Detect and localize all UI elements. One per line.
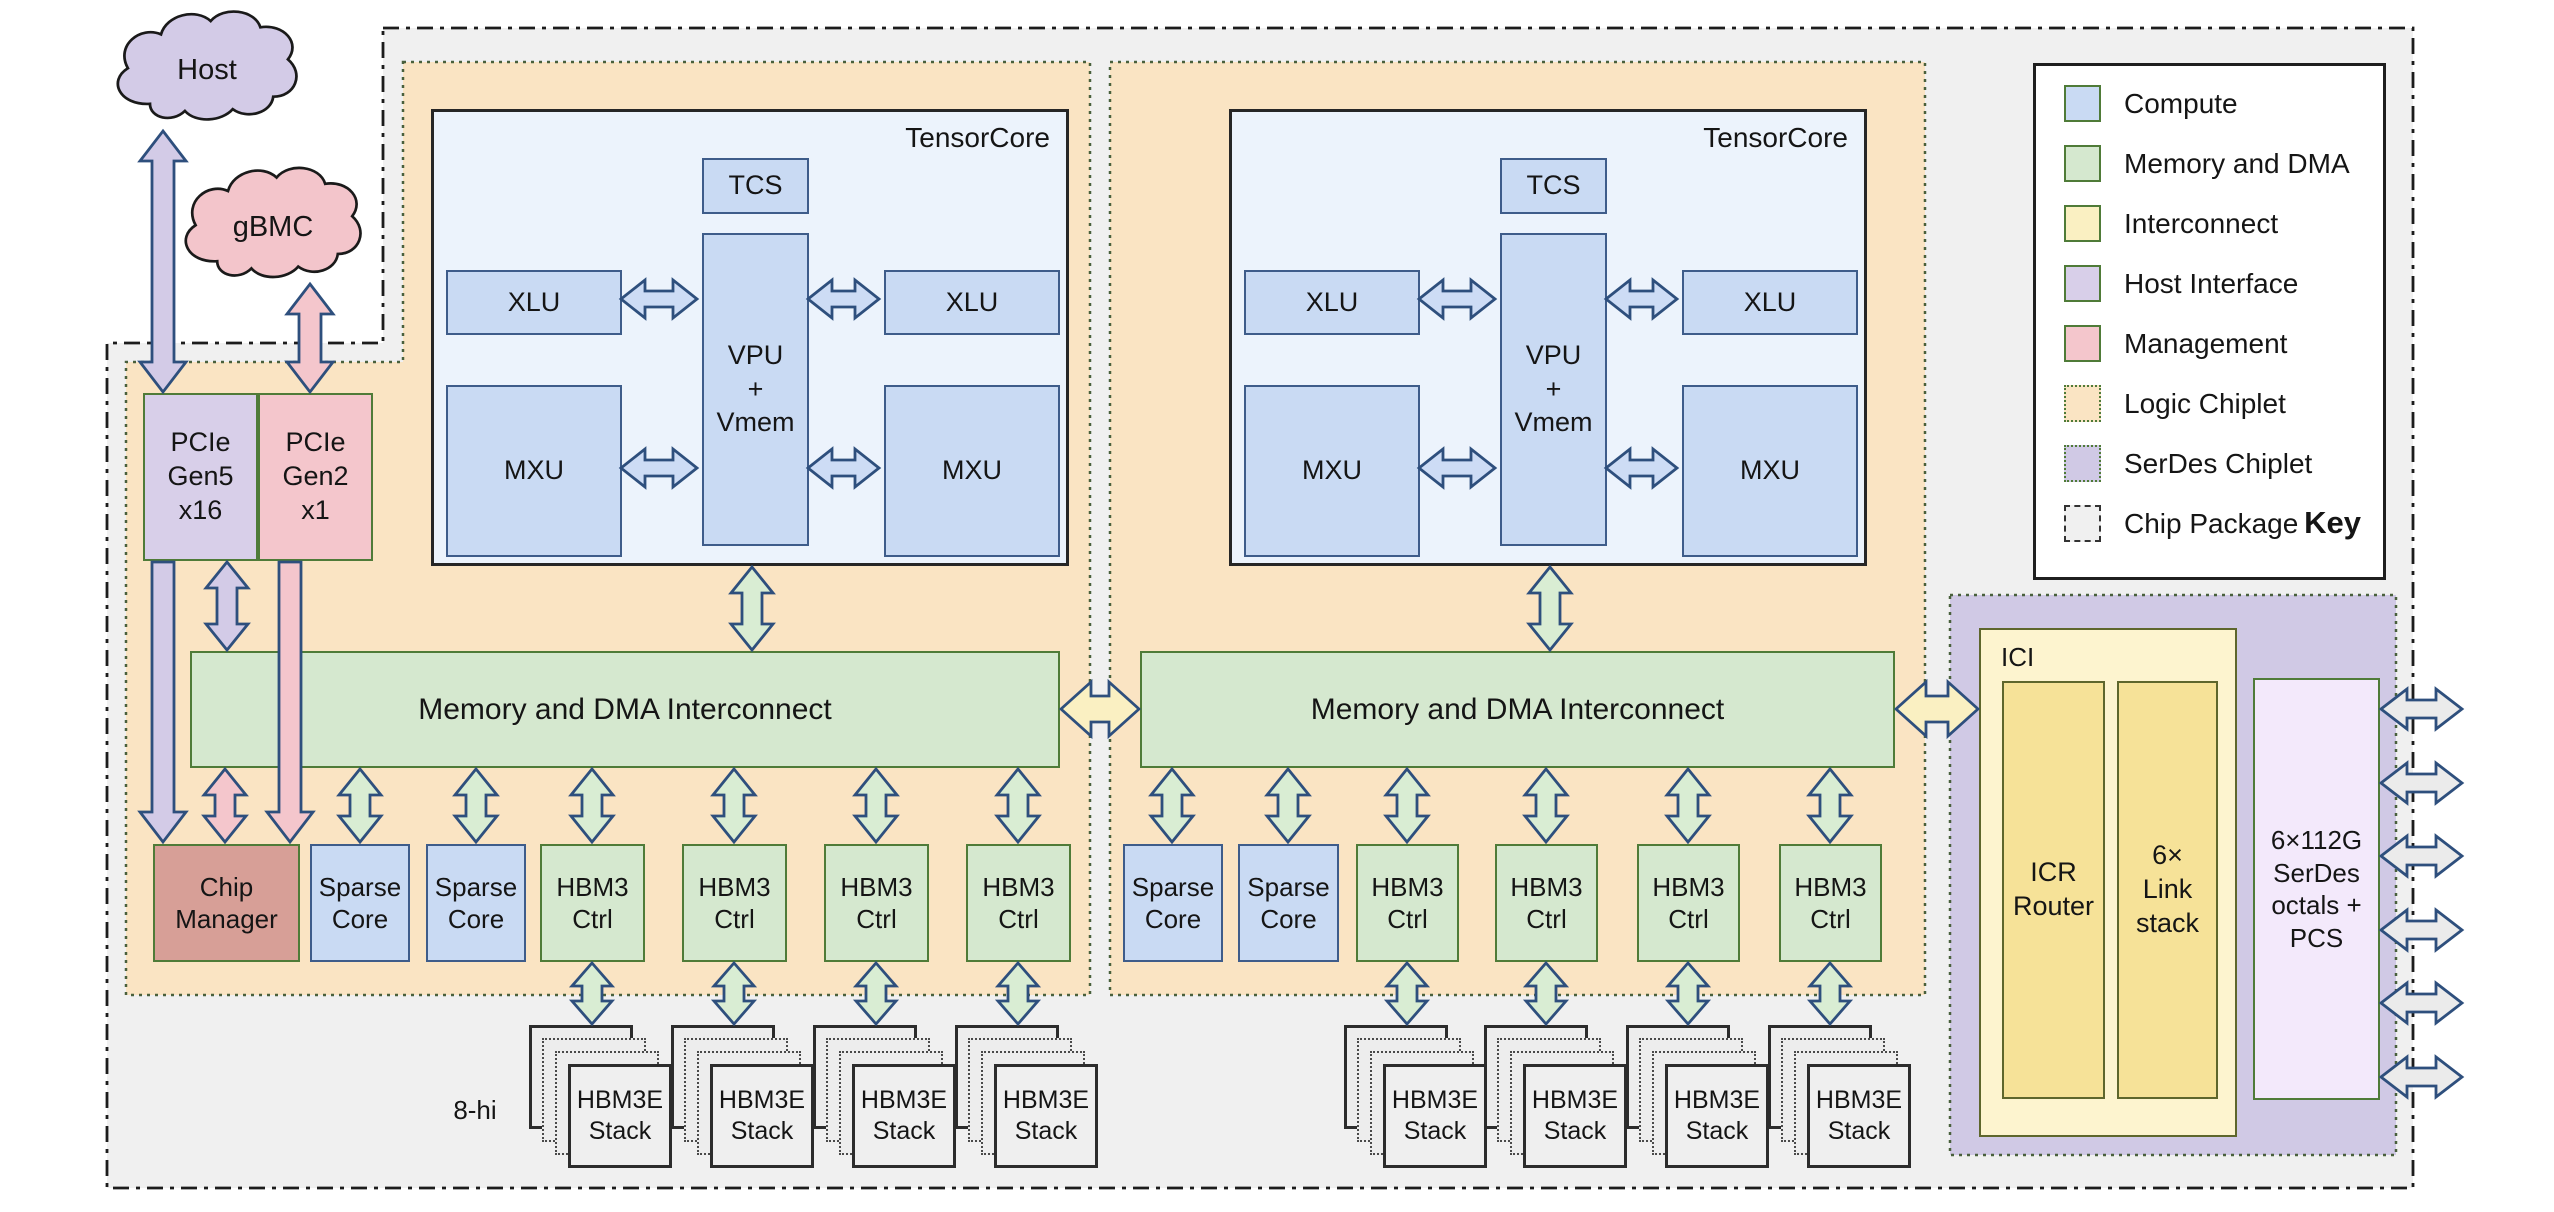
hbm3-ctrl-box: HBM3 Ctrl [1637, 844, 1740, 962]
hbm3e-stack: HBM3E Stack [529, 1025, 672, 1168]
hbm3e-stack-label: HBM3E Stack [1665, 1064, 1769, 1168]
memory-dma-interconnect-1: Memory and DMA Interconnect [190, 651, 1060, 768]
hbm3-ctrl-box: HBM3 Ctrl [1495, 844, 1598, 962]
logic-chiplet-swatch-icon [2064, 385, 2101, 422]
xlu-left-box: XLU [446, 270, 622, 335]
xlu-right-box: XLU [884, 270, 1060, 335]
tcs-box: TCS [1500, 158, 1607, 214]
key-row: Memory and DMA [2036, 145, 2383, 182]
key-row: Host Interface [2036, 265, 2383, 302]
hbm3-ctrl-box: HBM3 Ctrl [1779, 844, 1882, 962]
host-cloud-label: Host [177, 53, 237, 86]
key-row: Interconnect [2036, 205, 2383, 242]
mxu-left-box: MXU [446, 385, 622, 557]
ici-title: ICI [2001, 642, 2035, 672]
mxu-right-box: MXU [1682, 385, 1858, 557]
key-label: Interconnect [2124, 207, 2279, 239]
gbmc-cloud-icon [184, 166, 362, 279]
gbmc-cloud-label: gBMC [232, 210, 314, 243]
vpu-vmem-box: VPU + Vmem [702, 233, 809, 546]
mxu-left-box: MXU [1244, 385, 1420, 557]
hbm3-ctrl-box: HBM3 Ctrl [540, 844, 645, 962]
mxu-right-box: MXU [884, 385, 1060, 557]
sparse-core-box: Sparse Core [310, 844, 410, 962]
chip-package-swatch-icon [2064, 505, 2101, 542]
key-label: SerDes Chiplet [2124, 447, 2313, 479]
hbm3e-stack-label: HBM3E Stack [710, 1064, 814, 1168]
key-row: Chip Package [2036, 505, 2383, 542]
hbm3-ctrl-box: HBM3 Ctrl [966, 844, 1071, 962]
hbm3-ctrl-box: HBM3 Ctrl [824, 844, 929, 962]
hbm3e-stack: HBM3E Stack [1626, 1025, 1769, 1168]
stack-height-label: 8-hi [453, 1094, 497, 1125]
tensorcore-1-title: TensorCore [905, 122, 1050, 153]
sparse-core-box: Sparse Core [1238, 844, 1339, 962]
key-title: Key [2304, 504, 2361, 540]
link-stack-box: 6× Link stack [2117, 681, 2218, 1099]
memory-dma-swatch-icon [2064, 145, 2101, 182]
hbm3e-stack: HBM3E Stack [813, 1025, 956, 1168]
hbm3e-stack: HBM3E Stack [671, 1025, 814, 1168]
host-cloud-icon [116, 10, 298, 121]
icr-router-box: ICR Router [2002, 681, 2105, 1099]
compute-swatch-icon [2064, 85, 2101, 122]
hbm3e-stack: HBM3E Stack [1344, 1025, 1487, 1168]
hbm3e-stack-label: HBM3E Stack [568, 1064, 672, 1168]
hbm3e-stack: HBM3E Stack [1768, 1025, 1911, 1168]
key-label: Compute [2124, 87, 2238, 119]
tensorcore-1: TensorCore TCS VPU + Vmem XLU XLU MXU MX… [431, 109, 1069, 566]
tensorcore-2: TensorCore TCS VPU + Vmem XLU XLU MXU MX… [1229, 109, 1867, 566]
pcie-gen2-block: PCIe Gen2 x1 [258, 393, 373, 561]
key-label: Host Interface [2124, 267, 2299, 299]
hbm3-ctrl-box: HBM3 Ctrl [682, 844, 787, 962]
hbm3e-stack-label: HBM3E Stack [1807, 1064, 1911, 1168]
serdes-chiplet-swatch-icon [2064, 445, 2101, 482]
management-swatch-icon [2064, 325, 2101, 362]
vpu-vmem-box: VPU + Vmem [1500, 233, 1607, 546]
key-label: Memory and DMA [2124, 147, 2350, 179]
host-interface-swatch-icon [2064, 265, 2101, 302]
key-label: Chip Package [2124, 507, 2299, 539]
chip-manager-box: Chip Manager [153, 844, 300, 962]
hbm3e-stack-label: HBM3E Stack [852, 1064, 956, 1168]
key-label: Logic Chiplet [2124, 387, 2286, 419]
hbm3e-stack-label: HBM3E Stack [1523, 1064, 1627, 1168]
xlu-right-box: XLU [1682, 270, 1858, 335]
serdes-octals-box: 6×112G SerDes octals + PCS [2253, 678, 2380, 1100]
ici-block: ICI ICR Router 6× Link stack [1979, 628, 2237, 1137]
sparse-core-box: Sparse Core [426, 844, 526, 962]
memory-dma-interconnect-2: Memory and DMA Interconnect [1140, 651, 1895, 768]
hbm3e-stack: HBM3E Stack [955, 1025, 1098, 1168]
pcie-gen5-block: PCIe Gen5 x16 [143, 393, 258, 561]
key-label: Management [2124, 327, 2288, 359]
key-row: SerDes Chiplet [2036, 445, 2383, 482]
sparse-core-box: Sparse Core [1123, 844, 1223, 962]
tensorcore-2-title: TensorCore [1703, 122, 1848, 153]
key-row: Logic Chiplet [2036, 385, 2383, 422]
key-row: Compute [2036, 85, 2383, 122]
hbm3e-stack-label: HBM3E Stack [1383, 1064, 1487, 1168]
key-row: Management [2036, 325, 2383, 362]
hbm3e-stack-label: HBM3E Stack [994, 1064, 1098, 1168]
tcs-box: TCS [702, 158, 809, 214]
hbm3e-stack: HBM3E Stack [1484, 1025, 1627, 1168]
hbm3-ctrl-box: HBM3 Ctrl [1356, 844, 1459, 962]
xlu-left-box: XLU [1244, 270, 1420, 335]
key-legend: Compute Memory and DMA Interconnect Host… [2033, 63, 2386, 580]
interconnect-swatch-icon [2064, 205, 2101, 242]
